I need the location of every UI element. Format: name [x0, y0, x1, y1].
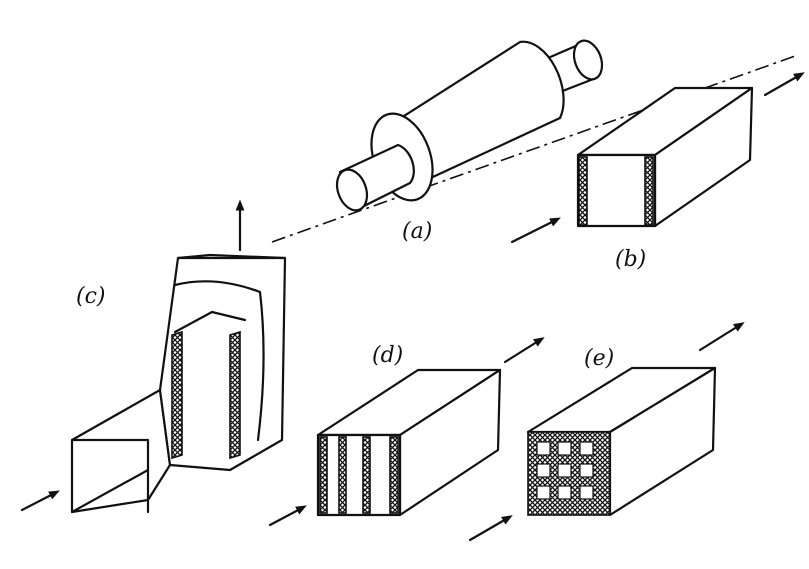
shape-d-box: (d): [268, 337, 545, 527]
label-a: (a): [402, 219, 432, 244]
label-d: (d): [372, 343, 403, 368]
arrow-out-b: [763, 72, 805, 97]
shape-b-box: (b): [510, 72, 805, 272]
arrow-out-e: [698, 322, 745, 352]
label-e: (e): [584, 346, 614, 371]
center-axis: [271, 54, 799, 243]
arrow-in-e: [468, 515, 513, 542]
arrow-in-b: [510, 217, 561, 244]
shape-e-box: (e): [468, 322, 745, 542]
arrow-in-d: [268, 505, 307, 527]
label-b: (b): [615, 247, 646, 272]
arrow-in-c: [20, 490, 60, 512]
shape-c-elbow: (c): [20, 199, 287, 514]
shape-a-cylinder: (a): [271, 39, 799, 244]
label-c: (c): [76, 284, 106, 309]
arrow-out-d: [503, 337, 545, 364]
